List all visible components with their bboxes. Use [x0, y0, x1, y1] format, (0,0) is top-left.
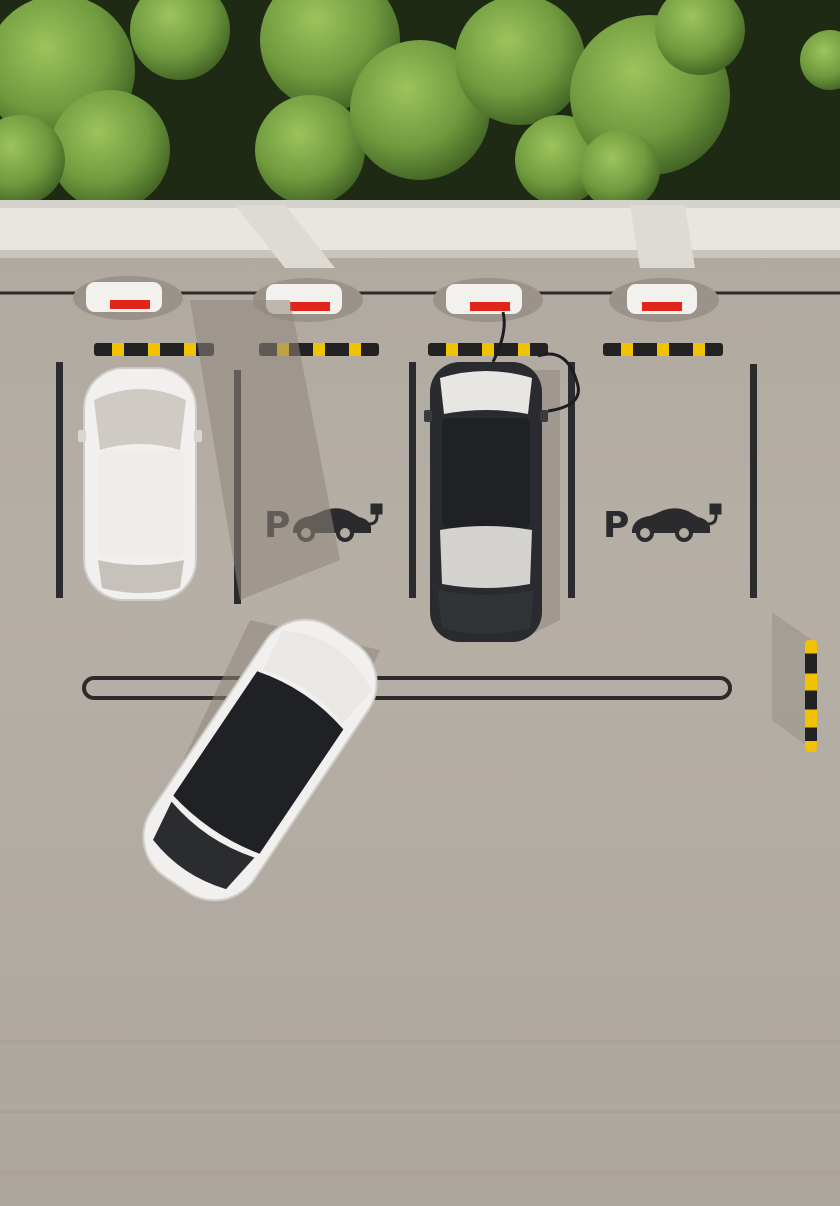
- tree-canopy: [0, 0, 840, 210]
- ev-parking-symbol-2: P: [603, 503, 722, 546]
- wheel-stop-1: [94, 343, 214, 356]
- bollard: [772, 612, 817, 752]
- charging-station-3: [433, 278, 543, 322]
- plug-icon: [707, 503, 722, 526]
- black-car-charging: [424, 311, 580, 642]
- wheel-stop-3: [428, 343, 548, 356]
- white-car-parked: [78, 367, 202, 601]
- white-car-turning: [142, 618, 378, 902]
- asphalt-texture: [0, 1040, 840, 1175]
- wheel-stop-4: [603, 343, 723, 356]
- electric-car-icon: [632, 508, 710, 542]
- lane-marking: [82, 676, 732, 700]
- charging-station-1: [73, 276, 183, 320]
- parking-p-icon: P: [603, 505, 629, 546]
- curb: [0, 200, 840, 268]
- charging-station-4: [609, 278, 719, 322]
- plug-icon: [368, 503, 383, 526]
